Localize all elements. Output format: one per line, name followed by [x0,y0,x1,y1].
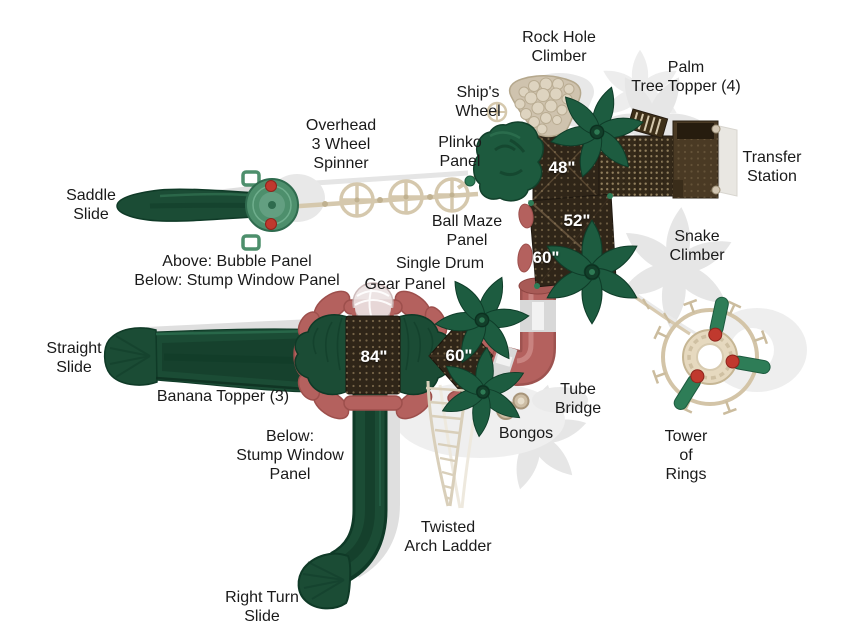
overhead-3-wheel-spinner [282,161,499,218]
label-bongos: Bongos [498,425,554,442]
label-single-drum: Single Drum [395,255,485,272]
label-tube-bridge: Tube Bridge [554,381,602,417]
ships-wheel [486,101,508,123]
banana-leaf-shells [294,314,452,396]
straight-slide [103,327,323,393]
label-straight-slide: Straight Slide [46,340,102,376]
deck-84 [345,315,401,395]
tower-arm [673,296,771,410]
label-ships-wheel: Ship's Wheel [455,84,501,120]
palm-tree-topper [541,219,643,325]
palm-tree-topper [538,72,656,192]
saddle-slide [116,170,299,251]
label-transfer-station: Transfer Station [742,149,802,185]
deck-size-48: 48" [548,158,576,177]
label-snake-climber: Snake Climber [669,228,725,264]
right-turn-slide [297,394,388,610]
label-gear-panel: Gear Panel [364,276,446,293]
label-twisted-arch-ladder: Twisted Arch Ladder [404,519,492,555]
palm-tree-toppers [420,72,656,441]
label-right-turn-slide: Right Turn Slide [225,589,299,625]
handle-loop [241,234,261,251]
palm-tree-topper [420,257,544,383]
handle-loop [241,170,261,187]
deck-size-60-lower: 60" [445,346,473,365]
deck-size-52: 52" [563,211,591,230]
label-overhead-spinner: Overhead 3 Wheel Spinner [305,117,377,172]
rock-hole-climber [508,75,582,138]
label-ball-maze-panel: Ball Maze Panel [431,213,503,249]
label-bubble-stump-note: Above: Bubble Panel Below: Stump Window … [134,253,340,289]
label-stump-window-note: Below: Stump Window Panel [236,428,344,483]
plinko-panel-topper [473,121,544,202]
label-plinko-panel: Plinko Panel [438,134,482,170]
tower-of-rings [651,296,771,416]
label-palm-tree-topper: Palm Tree Topper (4) [631,59,741,95]
label-rock-hole-climber: Rock Hole Climber [522,29,596,65]
deck-size-60-upper: 60" [532,248,560,267]
palm-tree-topper [435,343,531,441]
transfer-station [672,120,738,199]
deck-size-84: 84" [360,347,388,366]
label-saddle-slide: Saddle Slide [66,187,116,223]
label-banana-topper: Banana Topper (3) [156,388,290,405]
label-tower-of-rings: Tower of Rings [664,428,708,483]
